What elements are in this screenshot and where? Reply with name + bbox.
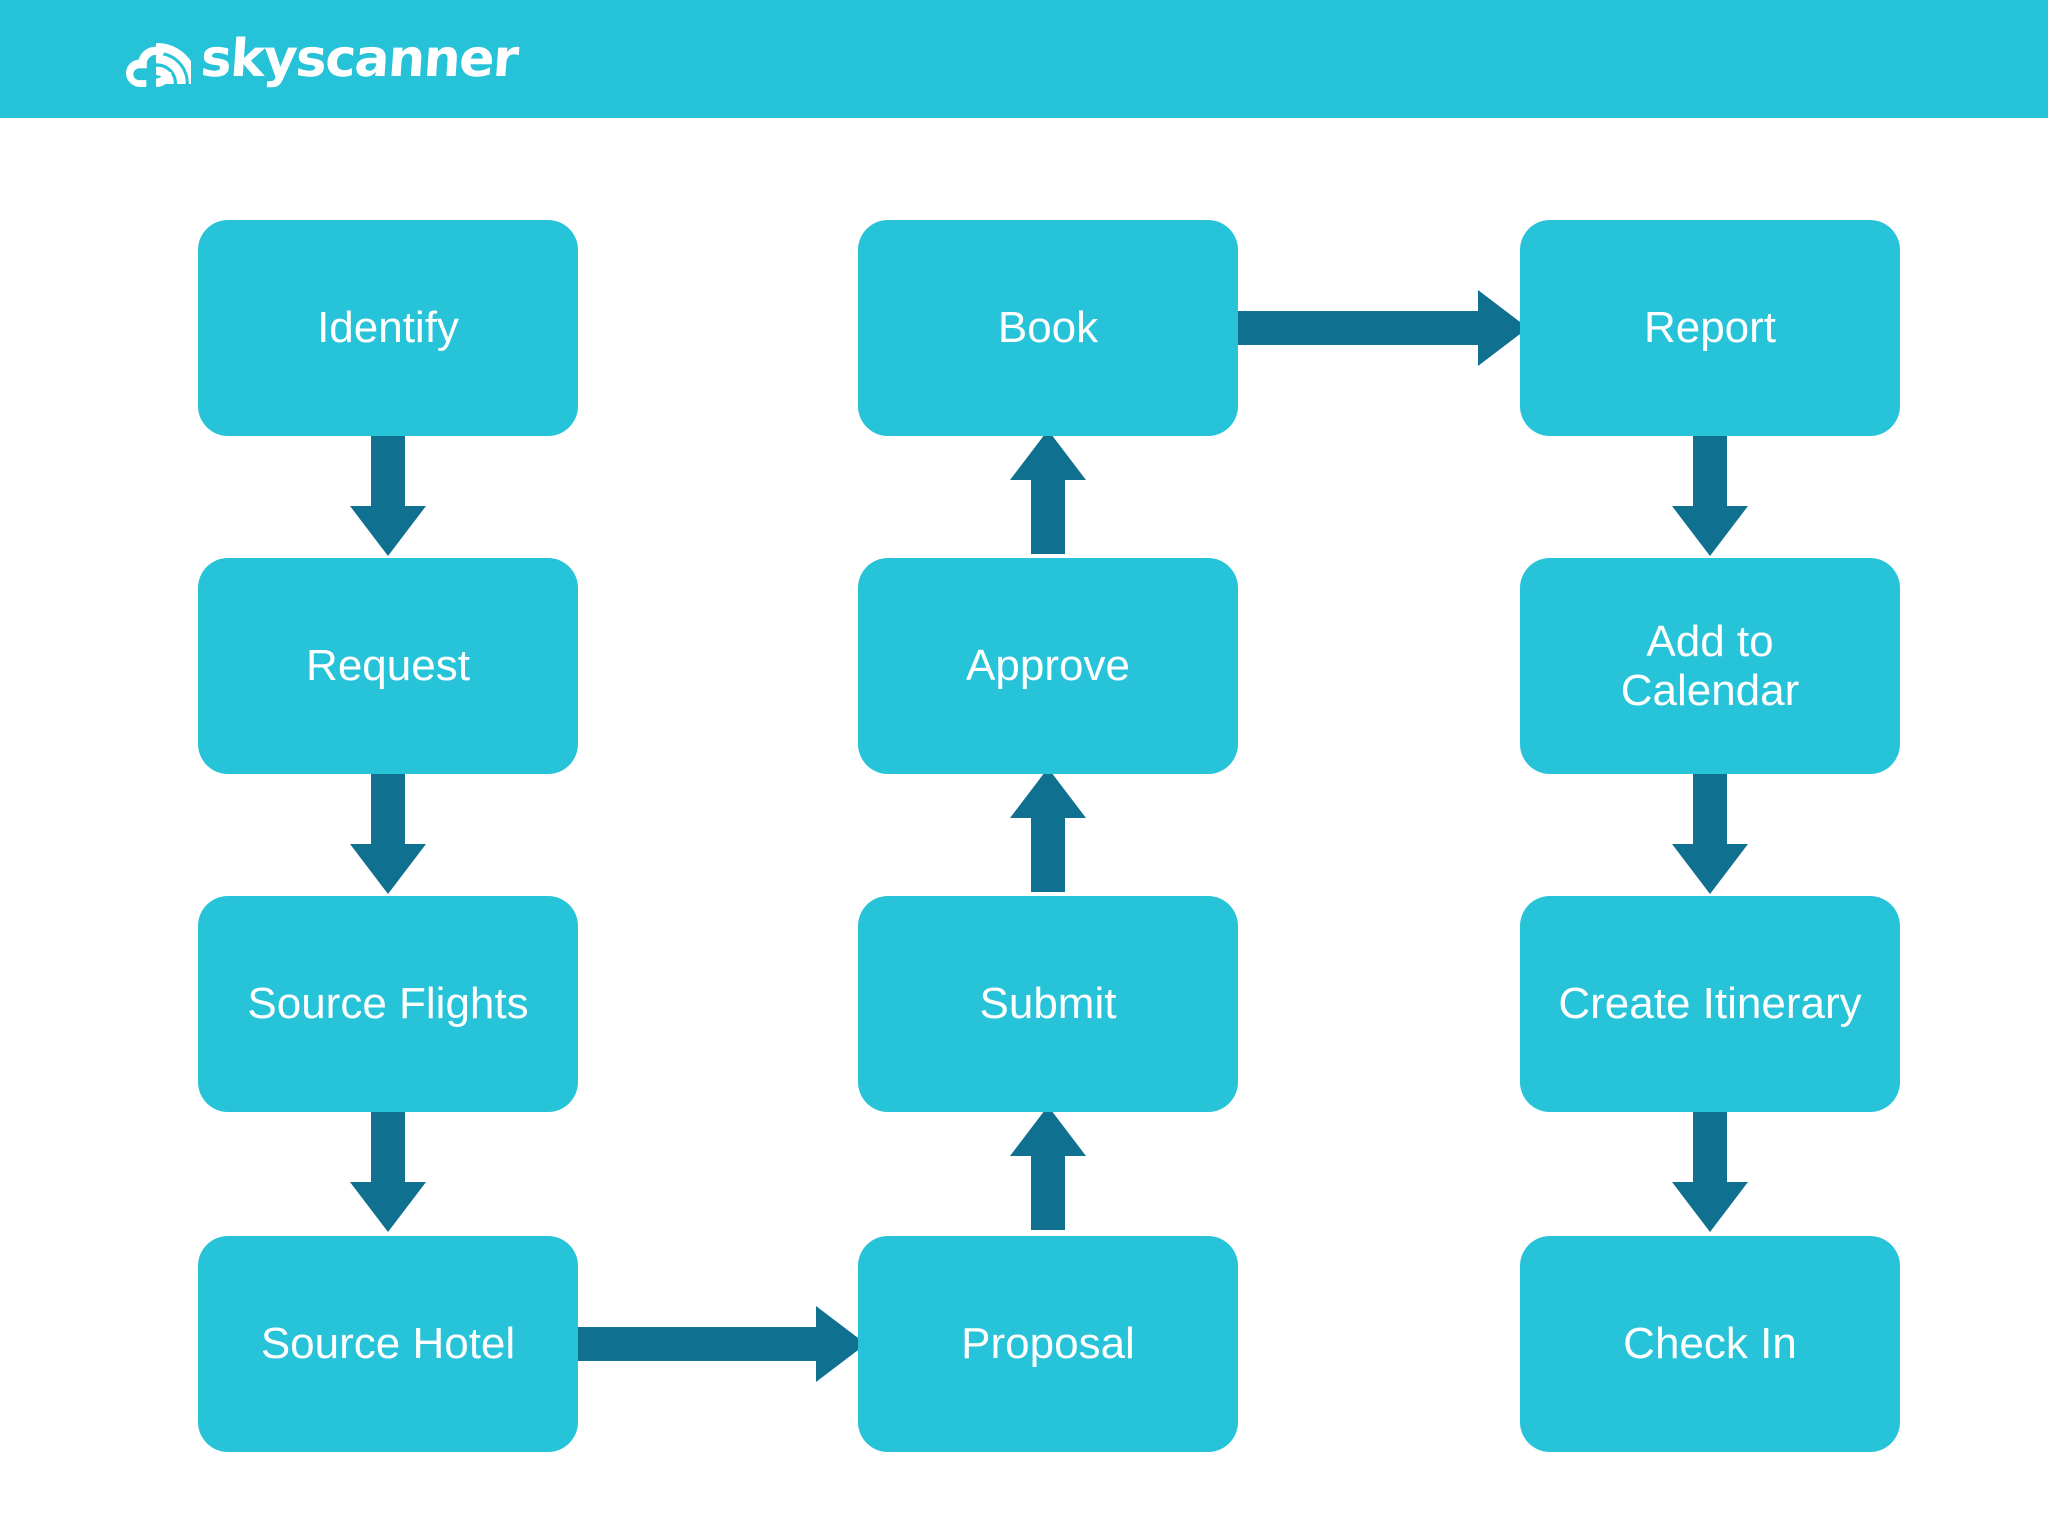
flow-node-submit[interactable]: Submit <box>858 896 1238 1112</box>
flow-node-source-hotel[interactable]: Source Hotel <box>198 1236 578 1452</box>
flow-node-label: Source Flights <box>247 979 529 1029</box>
arrow-shaft <box>1693 1106 1727 1184</box>
flow-node-add-to-calendar[interactable]: Add to Calendar <box>1520 558 1900 774</box>
app-header: skyscanner <box>0 0 2048 118</box>
brand-wordmark: skyscanner <box>198 29 520 89</box>
arrow-approve-to-book <box>1010 430 1086 554</box>
arrow-shaft <box>1031 1152 1065 1230</box>
arrow-shaft <box>371 768 405 846</box>
flow-node-label: Source Hotel <box>260 1319 516 1369</box>
arrow-head-up-icon <box>1010 430 1086 480</box>
arrow-report-to-add-to-calendar <box>1672 430 1748 556</box>
arrow-create-itinerary-to-check-in <box>1672 1106 1748 1232</box>
arrow-head-down-icon <box>350 506 426 556</box>
arrow-shaft <box>1232 311 1484 345</box>
arrow-shaft <box>371 1106 405 1184</box>
arrow-shaft <box>1693 430 1727 508</box>
arrow-identify-to-request <box>350 430 426 556</box>
arrow-head-right-icon <box>1478 290 1528 366</box>
arrow-head-down-icon <box>350 1182 426 1232</box>
flow-node-book[interactable]: Book <box>858 220 1238 436</box>
arrow-head-down-icon <box>1672 844 1748 894</box>
flow-node-label: Submit <box>979 979 1117 1029</box>
arrow-source-flights-to-source-hotel <box>350 1106 426 1232</box>
flow-node-approve[interactable]: Approve <box>858 558 1238 774</box>
flow-node-report[interactable]: Report <box>1520 220 1900 436</box>
arrow-shaft <box>572 1327 822 1361</box>
flowchart-canvas: Identify Request Source Flights Source H… <box>0 118 2048 1536</box>
flow-node-request[interactable]: Request <box>198 558 578 774</box>
flow-node-label: Report <box>1643 303 1777 353</box>
flow-node-proposal[interactable]: Proposal <box>858 1236 1238 1452</box>
flow-node-source-flights[interactable]: Source Flights <box>198 896 578 1112</box>
arrow-head-up-icon <box>1010 768 1086 818</box>
flow-node-check-in[interactable]: Check In <box>1520 1236 1900 1452</box>
flow-node-label: Add to Calendar <box>1620 616 1800 715</box>
arrow-shaft <box>371 430 405 508</box>
skyscanner-cloud-icon <box>126 43 191 87</box>
flow-node-create-itinerary[interactable]: Create Itinerary <box>1520 896 1900 1112</box>
arrow-shaft <box>1031 476 1065 554</box>
arrow-head-right-icon <box>816 1306 866 1382</box>
flow-node-label: Approve <box>966 641 1130 691</box>
arrow-head-down-icon <box>1672 1182 1748 1232</box>
arrow-shaft <box>1031 814 1065 892</box>
arrow-submit-to-approve <box>1010 768 1086 892</box>
arrow-head-down-icon <box>350 844 426 894</box>
flow-node-label: Check In <box>1623 1319 1797 1369</box>
arrow-shaft <box>1693 768 1727 846</box>
flow-node-label: Request <box>306 641 470 691</box>
arrow-add-to-calendar-to-create-itinerary <box>1672 768 1748 894</box>
flow-node-label: Identify <box>317 303 459 353</box>
flow-node-label: Book <box>997 303 1099 353</box>
flow-node-label: Proposal <box>961 1319 1135 1369</box>
flow-node-label: Create Itinerary <box>1558 979 1862 1029</box>
flow-node-identify[interactable]: Identify <box>198 220 578 436</box>
arrow-head-down-icon <box>1672 506 1748 556</box>
arrow-head-up-icon <box>1010 1106 1086 1156</box>
arrow-book-to-report <box>1232 290 1528 366</box>
arrow-source-hotel-to-proposal <box>572 1306 866 1382</box>
skyscanner-logo[interactable]: skyscanner <box>125 22 520 96</box>
arrow-request-to-source-flights <box>350 768 426 894</box>
arrow-proposal-to-submit <box>1010 1106 1086 1230</box>
